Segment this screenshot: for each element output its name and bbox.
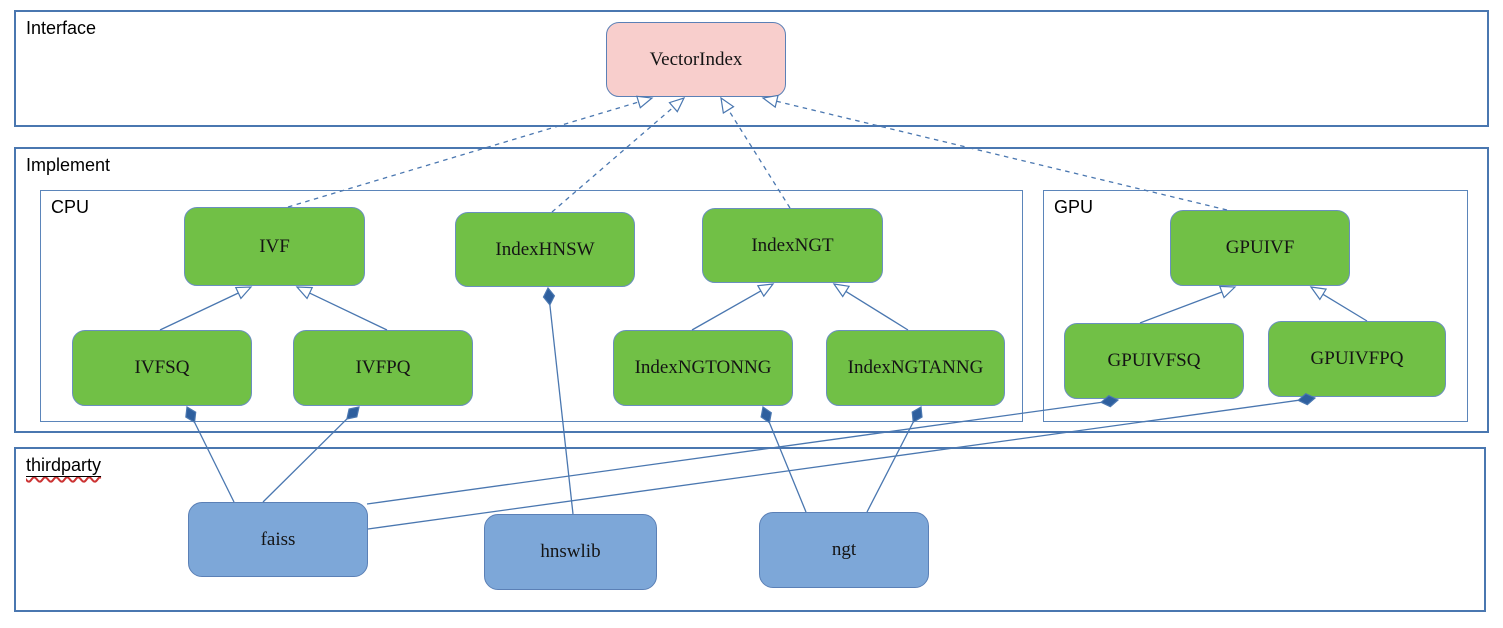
node-IVFPQ: IVFPQ: [293, 330, 473, 406]
node-label-ngt: ngt: [831, 539, 857, 560]
node-IndexHNSW: IndexHNSW: [455, 212, 635, 287]
node-IVF: IVF: [184, 207, 365, 286]
node-GPUIVF: GPUIVF: [1170, 210, 1350, 286]
container-label-gpu: GPU: [1054, 197, 1094, 217]
node-label-GPUIVFPQ: GPUIVFPQ: [1310, 348, 1404, 369]
node-label-IndexNGT: IndexNGT: [751, 234, 834, 256]
node-IndexNGTONNG: IndexNGTONNG: [613, 330, 793, 406]
container-label-cpu: CPU: [51, 197, 90, 217]
node-hnswlib: hnswlib: [484, 514, 657, 590]
node-label-hnswlib: hnswlib: [540, 541, 601, 562]
node-label-GPUIVFSQ: GPUIVFSQ: [1107, 350, 1201, 371]
node-label-VectorIndex: VectorIndex: [649, 48, 743, 70]
container-label-interface: Interface: [26, 18, 97, 38]
node-label-GPUIVF: GPUIVF: [1225, 237, 1295, 258]
node-label-IVF: IVF: [259, 235, 290, 257]
node-ngt: ngt: [759, 512, 929, 588]
node-GPUIVFPQ: GPUIVFPQ: [1268, 321, 1446, 397]
node-label-faiss: faiss: [260, 528, 296, 550]
container-label-implement: Implement: [26, 155, 111, 175]
container-label-thirdparty: thirdparty: [26, 455, 102, 475]
node-label-IndexNGTONNG: IndexNGTONNG: [634, 357, 772, 378]
node-label-IndexHNSW: IndexHNSW: [495, 238, 595, 260]
node-VectorIndex: VectorIndex: [606, 22, 786, 97]
node-label-IVFSQ: IVFSQ: [134, 357, 190, 378]
node-GPUIVFSQ: GPUIVFSQ: [1064, 323, 1244, 399]
node-label-IVFPQ: IVFPQ: [355, 357, 411, 378]
node-IndexNGT: IndexNGT: [702, 208, 883, 283]
node-IVFSQ: IVFSQ: [72, 330, 252, 406]
node-faiss: faiss: [188, 502, 368, 577]
node-label-IndexNGTANNG: IndexNGTANNG: [847, 357, 984, 378]
node-IndexNGTANNG: IndexNGTANNG: [826, 330, 1005, 406]
